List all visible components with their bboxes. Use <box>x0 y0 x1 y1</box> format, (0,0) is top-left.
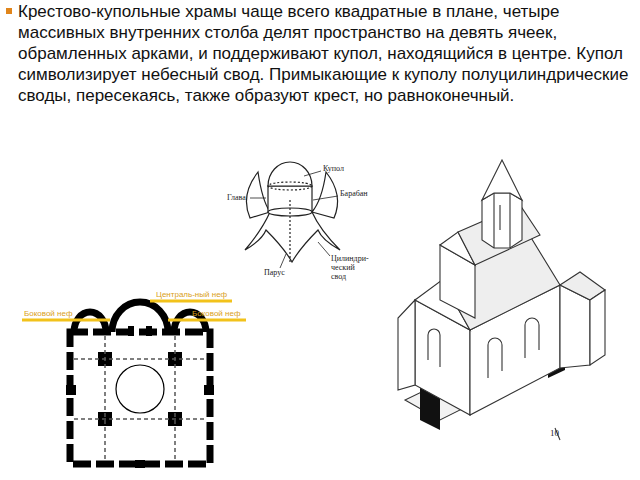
bullet <box>6 8 12 14</box>
nave-label: Боковой неф <box>192 309 241 318</box>
nave-label: Централь-ный неф <box>156 290 227 299</box>
callout-number: 10 <box>550 428 559 438</box>
leader-line <box>250 171 338 268</box>
part-label: Купол <box>323 164 344 173</box>
body-text: Крестово-купольные храмы чаще всего квад… <box>18 1 634 106</box>
part-label: Барабан <box>340 189 368 198</box>
part-label: Цилиндри- ческий свод <box>331 254 367 281</box>
part-label: Парус <box>264 268 285 277</box>
dome-scheme <box>245 162 340 262</box>
nave-marker <box>22 301 246 320</box>
part-label: Глава <box>227 193 246 202</box>
nave-label: Боковой неф <box>24 309 73 318</box>
church-plan <box>66 302 214 468</box>
church-axonometry <box>398 160 605 440</box>
